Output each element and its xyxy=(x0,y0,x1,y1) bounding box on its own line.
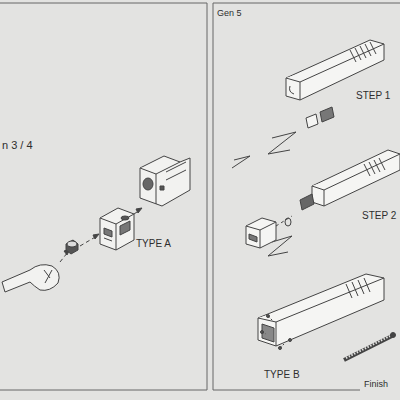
step-label: STEP 2 xyxy=(362,211,396,221)
wrench-tool xyxy=(2,265,59,292)
dashed-arrow xyxy=(262,316,284,348)
slide xyxy=(300,150,400,210)
guide-rod xyxy=(344,333,396,361)
dashed-arrow xyxy=(276,216,292,226)
screw xyxy=(261,315,292,350)
recoil-spring xyxy=(306,107,334,128)
step-label: Finish xyxy=(364,380,388,389)
barrel-nut xyxy=(66,240,78,254)
zigzag-mark xyxy=(232,132,296,256)
compensator xyxy=(100,208,134,250)
panel-heading: n 3 / 4 xyxy=(2,140,33,151)
slide-front xyxy=(140,156,190,206)
panel-frame xyxy=(0,3,400,390)
type-label: TYPE B xyxy=(264,370,300,380)
step-label: STEP 1 xyxy=(356,91,390,101)
arrow-head xyxy=(64,208,142,255)
panel-heading: Gen 5 xyxy=(217,9,242,18)
type-label: TYPE A xyxy=(136,239,171,249)
compensator xyxy=(246,218,276,248)
o-ring xyxy=(285,218,291,226)
slide-assembly xyxy=(258,274,384,346)
